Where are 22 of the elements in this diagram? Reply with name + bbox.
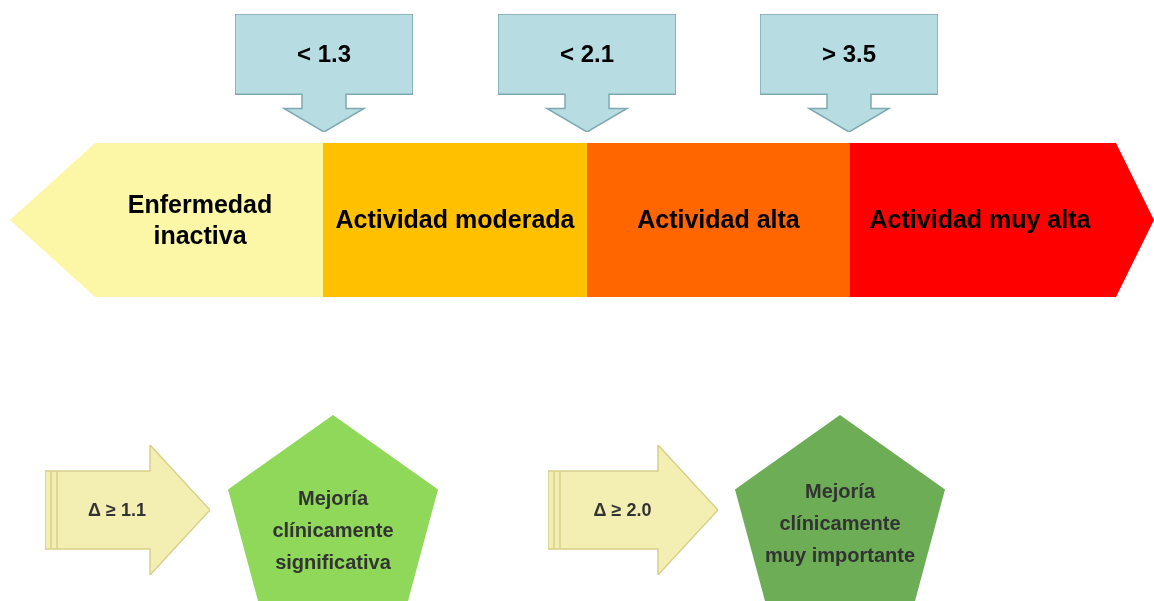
arrow-shape: [548, 445, 718, 575]
callout-arrow: [235, 14, 413, 132]
node-label: Mejoría clínicamente muy importante: [764, 479, 916, 568]
node-label: Δ ≥ 1.1: [88, 498, 146, 522]
node-label: Δ ≥ 2.0: [593, 498, 652, 522]
node-label: > 3.5: [821, 39, 876, 69]
node-label: Actividad moderada: [335, 204, 575, 236]
callout-arrow: [498, 14, 676, 132]
scale-segment: [323, 143, 587, 297]
scale-segment: [850, 143, 1154, 297]
callout-arrow: [760, 14, 938, 132]
node-label: Enfermedad inactiva: [126, 188, 274, 251]
scale-segment: [10, 143, 323, 297]
node-label: Actividad alta: [637, 204, 800, 236]
node-label: Actividad muy alta: [869, 204, 1091, 236]
pentagon-shape: [228, 415, 438, 601]
pentagon-shape: [735, 415, 945, 601]
scale-segment: [587, 143, 850, 297]
node-label: Mejoría clínicamente significativa: [271, 486, 395, 575]
node-label: < 1.3: [296, 39, 351, 69]
arrow-shape: [45, 445, 210, 575]
node-label: < 2.1: [559, 39, 614, 69]
